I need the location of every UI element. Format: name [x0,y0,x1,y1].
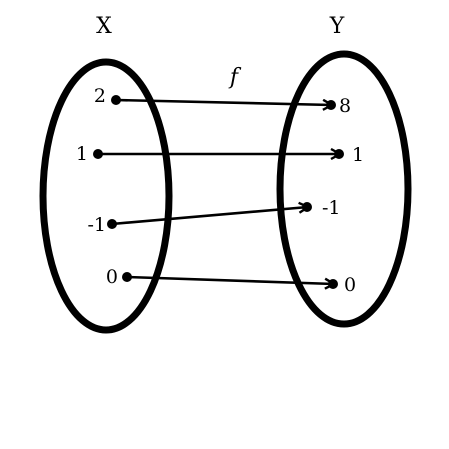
codomain-element-label: 1 [352,144,364,166]
domain-element-label: 0 [106,266,118,288]
codomain-element-label: -1 [322,197,341,219]
mapping-arrow-neg1-to-neg1 [111,207,308,226]
codomain-dot-8 [326,100,336,110]
mapping-arrow-0-to-0 [126,275,334,284]
domain-dot-0 [122,272,132,282]
codomain-dot-neg1 [302,202,312,212]
domain-dot-1 [93,149,103,159]
domain-dot-2 [111,95,121,105]
domain-element-label: 2 [94,85,106,107]
domain-set-label: X [96,14,112,39]
codomain-dot-1 [334,149,344,159]
domain-element-label: 1 [76,143,88,165]
domain-element-label: -1 [87,214,106,236]
codomain-set-label: Y [329,14,345,39]
mapping-arrow-2-to-8 [115,98,332,105]
codomain-oval [276,50,412,328]
function-label: f [228,65,242,90]
codomain-element-label: 0 [344,274,356,296]
codomain-element-label: 8 [339,95,351,117]
codomain-dot-0 [328,279,338,289]
domain-oval [39,58,173,334]
domain-dot-neg1 [107,219,117,229]
